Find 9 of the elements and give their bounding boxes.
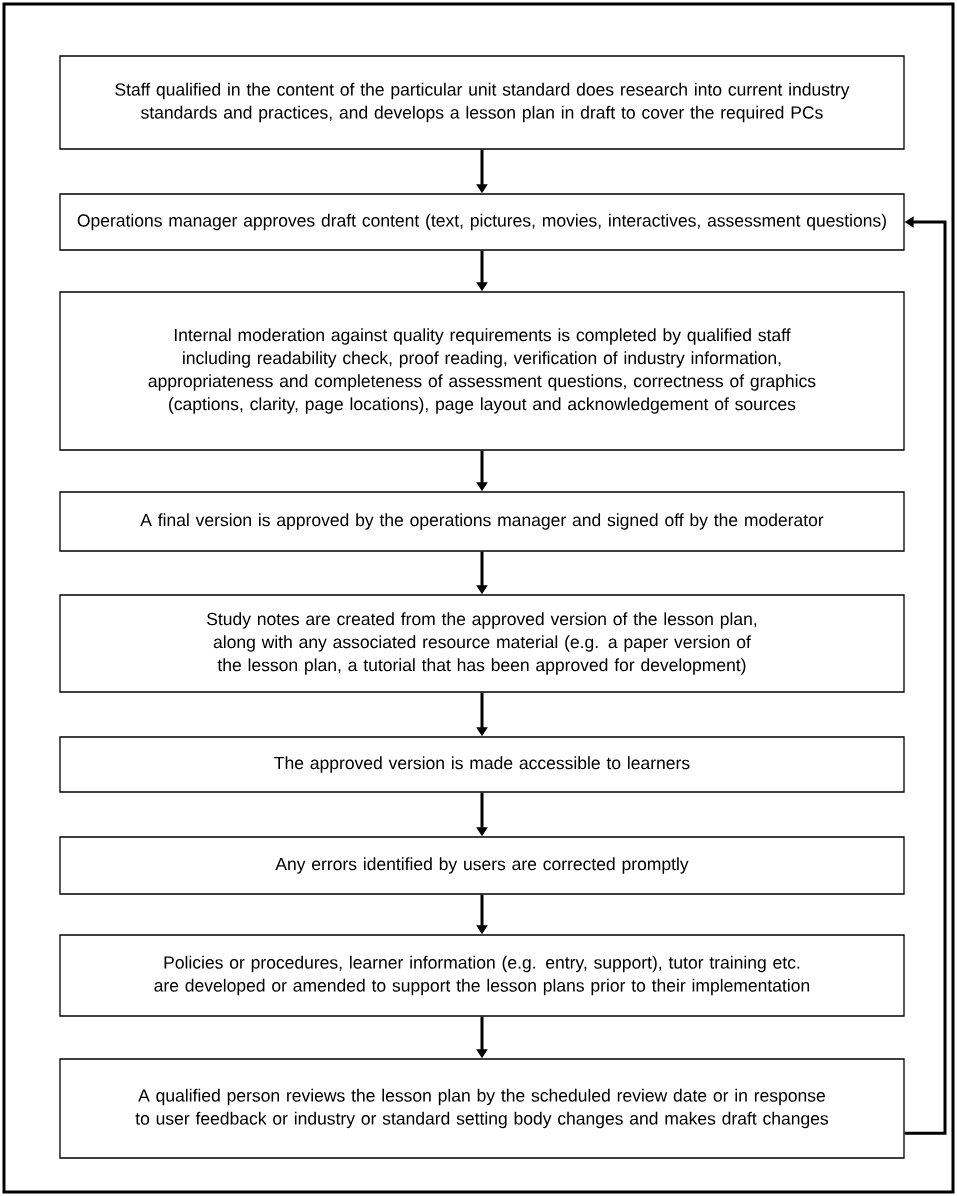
- process-box: Policies or procedures, learner information (e.g. entry, support), tutor training etc. are developed or amended to support the lesson plans prior to their implementation: [59, 934, 905, 1017]
- process-box: Study notes are created from the approved version of the lesson plan, along with any associated resource material (e.g. a paper version of the lesson plan, a tutorial that has been approved for development): [59, 594, 905, 693]
- process-box: The approved version is made accessible to learners: [59, 736, 905, 793]
- process-box: A final version is approved by the operations manager and signed off by the moderator: [59, 491, 905, 552]
- process-box: Any errors identified by users are corrected promptly: [59, 836, 905, 895]
- process-box: Operations manager approves draft content (text, pictures, movies, interactives, assessment questions): [59, 193, 905, 251]
- process-box: Internal moderation against quality requirements is completed by qualified staff including readability check, proof reading, verification of industry information, appropriateness and completeness of assessment questions, correctness of graphics (captions, clarity, page locations), page layout and acknowledgement of sources: [59, 291, 905, 451]
- process-box: A qualified person reviews the lesson plan by the scheduled review date or in response to user feedback or industry or standard setting body changes and makes draft changes: [59, 1058, 905, 1159]
- process-box: Staff qualified in the content of the particular unit standard does research into current industry standards and practices, and develops a lesson plan in draft to cover the required PCs: [59, 55, 905, 150]
